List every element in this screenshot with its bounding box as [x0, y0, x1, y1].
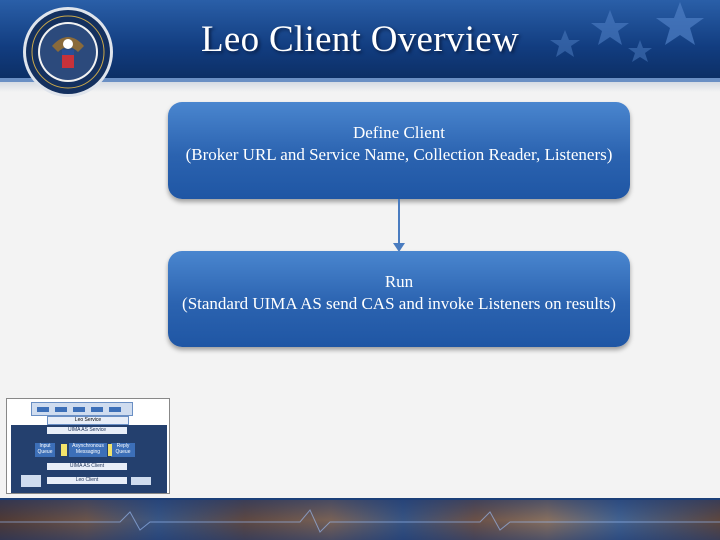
- thumb-leo-service: Leo Service: [47, 416, 129, 425]
- thumb-side-block: [131, 477, 151, 485]
- define-client-detail: (Broker URL and Service Name, Collection…: [185, 145, 613, 164]
- architecture-thumbnail: Leo Service UIMA AS Service Input Queue …: [6, 398, 170, 494]
- thumb-block: [91, 407, 103, 412]
- heartbeat-line-icon: [0, 509, 720, 533]
- slide-title: Leo Client Overview: [200, 19, 520, 60]
- thumb-queue-marker: [108, 444, 112, 456]
- flow-arrow-icon: [393, 199, 405, 252]
- thumb-input-queue: Input Queue: [35, 443, 55, 457]
- thumb-block: [73, 407, 85, 412]
- thumb-block: [37, 407, 49, 412]
- define-client-title: Define Client: [352, 123, 446, 142]
- define-client-box: Define Client (Broker URL and Service Na…: [168, 102, 630, 199]
- header-divider: [0, 78, 720, 82]
- footer-divider: [0, 498, 720, 501]
- thumb-uima-as-client: UIMA AS Client: [47, 463, 127, 470]
- thumb-uima-as-service: UIMA AS Service: [47, 427, 127, 434]
- run-detail: (Standard UIMA AS send CAS and invoke Li…: [182, 294, 616, 313]
- thumb-leo-client: Leo Client: [47, 477, 127, 484]
- thumb-async-messaging: Asynchronous Messaging: [69, 443, 107, 457]
- slide-header: Leo Client Overview: [0, 0, 720, 78]
- stars-decoration-icon: [550, 2, 704, 62]
- va-seal-icon: [23, 7, 113, 97]
- thumb-block: [109, 407, 121, 412]
- thumb-side-block: [21, 475, 41, 487]
- header-shadow: [0, 82, 720, 92]
- footer-photo-banner: [0, 500, 720, 540]
- run-box: Run (Standard UIMA AS send CAS and invok…: [168, 251, 630, 347]
- thumb-block: [55, 407, 67, 412]
- thumb-reply-queue: Reply Queue: [111, 443, 135, 457]
- footer-overlay: [0, 500, 720, 540]
- run-title: Run: [384, 272, 414, 291]
- thumb-queue-marker: [61, 444, 67, 456]
